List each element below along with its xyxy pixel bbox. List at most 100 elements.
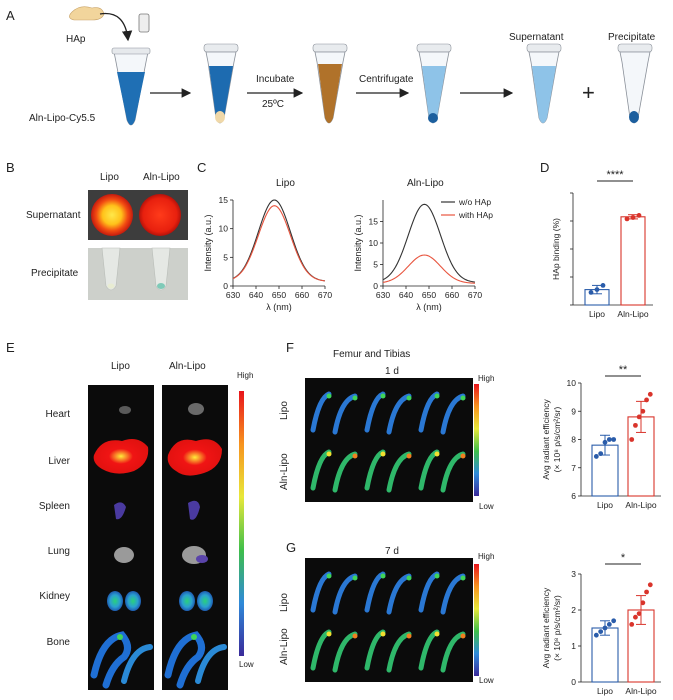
e-col-aln-lipo: Aln-Lipo [169,361,206,372]
bone-hotspot [380,393,386,399]
tube-2-icon [203,43,239,124]
data-point [636,611,642,616]
y-axis-label-unit: (× 10⁸ p/s/cm²/sr) [552,406,562,472]
y-axis-label: Avg radiant efficiency [541,399,551,480]
curved-arrow-icon [99,12,133,42]
bone-hotspot [352,453,358,459]
y-tick-label: 0 [373,281,378,291]
x-tick-label: 650 [272,290,286,300]
legend-label: with HAp [458,210,493,220]
f-colorbar [474,384,479,496]
x-tick-label: 660 [445,290,459,300]
data-point [647,391,653,397]
b-row-supernatant: Supernatant [26,210,81,221]
x-tick-label: 650 [422,290,436,300]
x-tick-label: Aln-Lipo [625,500,656,510]
significance-label: * [621,552,626,564]
tube-supernatant-icon [526,43,562,124]
bar-aln-lipo [620,216,646,306]
tube-3-icon [312,43,348,124]
panel-g-bone-images [305,558,479,682]
data-point [644,397,649,403]
b-row-precipitate: Precipitate [31,268,79,279]
y-tick-label: 10 [369,238,379,248]
data-point [640,600,646,606]
y-tick-label: 0 [223,281,228,291]
y-tick-label: 5 [223,252,228,262]
sample-label: Aln-Lipo-Cy5.5 [29,113,96,124]
data-point [633,422,638,428]
panel-label-a: A [6,8,15,23]
c-right-title: Aln-Lipo [407,178,444,189]
f-row-lipo: Lipo [279,401,290,420]
significance-label: **** [606,169,624,181]
x-axis-label: λ (nm) [416,302,442,312]
hap-powder-icon [69,6,105,21]
bone-hotspot [380,573,386,579]
data-point [647,582,653,588]
data-point [640,408,646,414]
data-point [594,287,600,292]
data-point [602,625,608,631]
data-point [593,632,599,638]
x-tick-label: 630 [376,290,390,300]
bone-hotspot [406,453,412,459]
organ-label-liver: Liver [48,456,70,467]
x-tick-label: 640 [249,290,263,300]
data-point [606,622,612,627]
y-tick-label: 7 [571,463,576,473]
panel-f-bone-images [305,378,479,502]
organ-label-kidney: Kidney [39,591,70,602]
data-point [636,414,642,420]
supernatant-label: Supernatant [509,32,564,43]
panel-a-illustration [69,6,653,126]
y-tick-label: 10 [219,224,229,234]
y-tick-label: 1 [571,641,576,651]
g-row-aln-lipo: Aln-Lipo [279,628,290,665]
x-tick-label: Aln-Lipo [617,309,648,319]
panel-label-d: D [540,160,550,175]
g-high-label: High [478,552,495,561]
bone-hotspot [352,633,358,639]
tube-1-icon [111,13,151,126]
centrifugate-label: Centrifugate [359,74,414,85]
panel-label-c: C [197,160,207,175]
temperature-label: 25ºC [262,99,284,110]
x-tick-label: Lipo [597,500,613,510]
g-colorbar [474,564,479,676]
panel-e-organ-images [88,385,244,690]
panel-label-f: F [286,340,294,355]
bone-hotspot [460,395,466,401]
organ-label-spleen: Spleen [38,501,70,512]
data-point [629,437,635,442]
bone-hotspot [434,573,440,579]
f-high-label: High [478,374,495,383]
f-low-label: Low [479,502,494,511]
bone-hotspot [434,451,440,457]
y-tick-label: 9 [571,406,576,416]
f-title: Femur and Tibias [333,349,411,360]
data-point [593,454,599,459]
bone-hotspot [380,451,386,457]
data-point [630,215,636,220]
y-tick-label: 10 [567,378,577,388]
data-point [611,618,617,624]
e-low-label: Low [239,660,254,669]
e-high-label: High [237,371,254,380]
bone-hotspot [406,633,412,639]
b-col-aln-lipo: Aln-Lipo [143,172,180,183]
data-point [606,437,612,442]
x-tick-label: Lipo [597,686,613,696]
x-tick-label: 640 [399,290,413,300]
bone-hotspot [406,575,412,581]
organ-label-bone: Bone [46,637,70,648]
bone-hotspot [352,575,358,581]
bone-hotspot [460,453,466,459]
significance-label: ** [619,364,628,376]
y-tick-label: 15 [369,217,379,227]
